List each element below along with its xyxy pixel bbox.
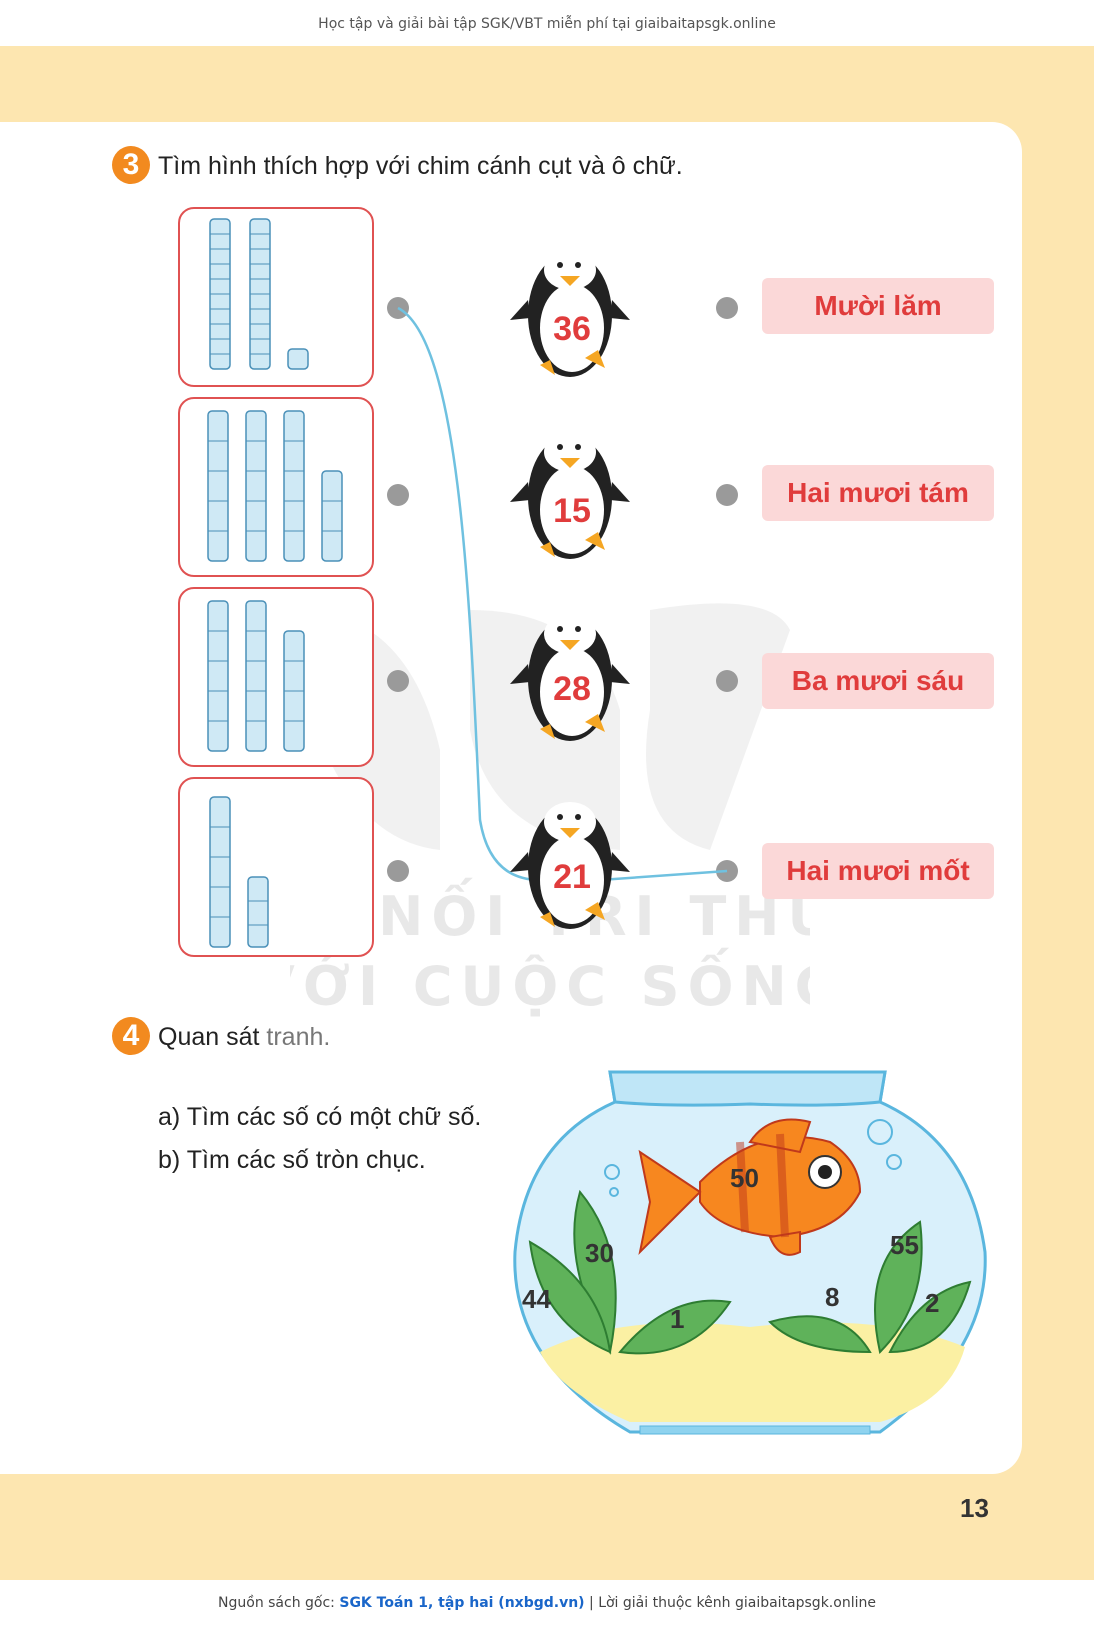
label-dot-1[interactable] xyxy=(716,297,738,319)
exercise-4-item-b: b) Tìm các số tròn chục. xyxy=(158,1146,426,1174)
leaf-number-44: 44 xyxy=(522,1284,551,1314)
label-box-1[interactable]: Mười lăm xyxy=(762,278,994,334)
cube-group-2 xyxy=(207,410,343,562)
label-box-2[interactable]: Hai mươi tám xyxy=(762,465,994,521)
leaf-number-30: 30 xyxy=(585,1238,614,1268)
penguin-1[interactable]: 36 xyxy=(510,240,630,380)
label-box-4[interactable]: Hai mươi mốt xyxy=(762,843,994,899)
label-dot-2[interactable] xyxy=(716,484,738,506)
cube-group-1 xyxy=(209,218,309,370)
penguin-4[interactable]: 21 xyxy=(510,792,630,932)
label-box-3[interactable]: Ba mươi sáu xyxy=(762,653,994,709)
exercise-4-title-end: tranh. xyxy=(266,1023,331,1051)
footer-suffix: | Lời giải thuộc kênh giaibaitapsgk.onli… xyxy=(584,1595,876,1611)
cube-group-4 xyxy=(209,796,269,948)
leaf-number-1: 1 xyxy=(670,1304,684,1334)
footer-source-link[interactable]: SGK Toán 1, tập hai (nxbgd.vn) xyxy=(339,1595,585,1611)
penguin-1-number: 36 xyxy=(553,310,591,348)
page-number: 13 xyxy=(960,1493,989,1523)
exercise-3-number: 3 xyxy=(112,146,150,184)
watermark-line2: VỚI CUỘC SỐNG xyxy=(290,948,810,1018)
penguin-2[interactable]: 15 xyxy=(510,422,630,562)
leaf-number-55: 55 xyxy=(890,1230,919,1260)
cube-box-1[interactable] xyxy=(178,207,374,387)
cube-box-2[interactable] xyxy=(178,397,374,577)
top-banner: Học tập và giải bài tập SGK/VBT miễn phí… xyxy=(0,0,1094,46)
connector-lines xyxy=(397,306,728,882)
exercise-4-title-main: Quan sát xyxy=(158,1023,267,1051)
box-dot-4[interactable] xyxy=(387,860,409,882)
box-dot-3[interactable] xyxy=(387,670,409,692)
fish xyxy=(638,1118,862,1256)
leaf-number-8: 8 xyxy=(825,1282,839,1312)
leaf-number-2: 2 xyxy=(925,1288,939,1318)
box-dot-2[interactable] xyxy=(387,484,409,506)
exercise-4-title: Quan sát tranh. xyxy=(158,1023,330,1052)
cube-box-4[interactable] xyxy=(178,777,374,957)
exercise-3-title: Tìm hình thích hợp với chim cánh cụt và … xyxy=(158,152,683,180)
exercise-4-item-a: a) Tìm các số có một chữ số. xyxy=(158,1103,482,1131)
penguin-3-number: 28 xyxy=(553,670,591,708)
cube-group-3 xyxy=(207,600,305,752)
penguin-2-number: 15 xyxy=(553,492,591,530)
label-dot-3[interactable] xyxy=(716,670,738,692)
bottom-banner: Nguồn sách gốc: SGK Toán 1, tập hai (nxb… xyxy=(0,1580,1094,1626)
fish-number-50: 50 xyxy=(730,1163,759,1193)
exercise-4-number: 4 xyxy=(112,1017,150,1055)
fish-bowl-illustration[interactable]: 50 30 44 1 8 55 2 xyxy=(500,1062,1000,1442)
cube-box-3[interactable] xyxy=(178,587,374,767)
footer-prefix: Nguồn sách gốc: xyxy=(218,1595,340,1611)
penguin-3[interactable]: 28 xyxy=(510,604,630,744)
penguin-4-number: 21 xyxy=(553,858,591,896)
